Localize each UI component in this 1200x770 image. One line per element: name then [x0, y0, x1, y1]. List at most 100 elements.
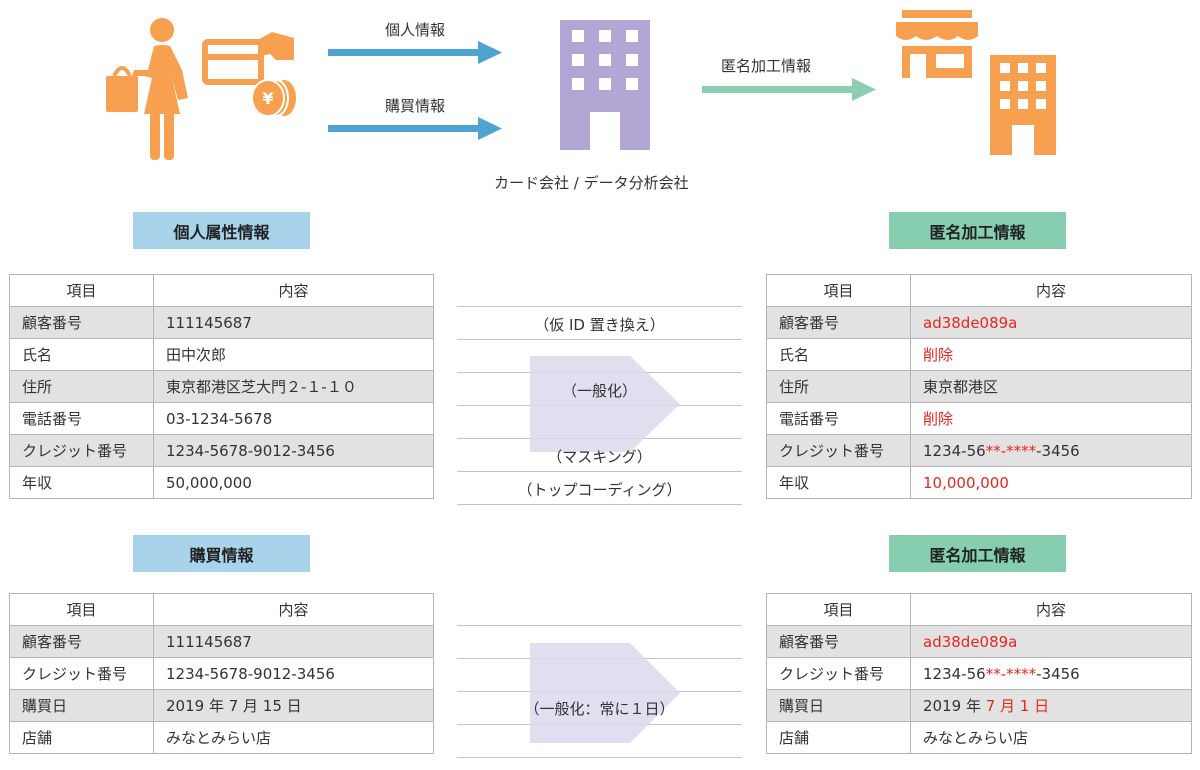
row-value: ad38de089a	[910, 625, 1192, 658]
table-row: 購買日 2019 年 7 月 15 日	[9, 689, 434, 722]
row-value: 111145687	[153, 625, 434, 658]
table-row: 店舗 みなとみらい店	[9, 721, 434, 754]
method-divider	[457, 339, 742, 340]
value-plain: 1234-56	[923, 441, 986, 460]
row-item: 店舗	[9, 721, 154, 754]
value-tail: -3456	[1036, 441, 1080, 460]
column-header-item: 項目	[766, 274, 911, 307]
card-and-yen-coins-icon: ¥	[202, 32, 296, 117]
method-pseudonym-id: （仮 ID 置き換え）	[534, 316, 665, 334]
column-header-item: 項目	[766, 593, 911, 626]
row-value: 田中次郎	[153, 338, 434, 371]
row-item: 顧客番号	[9, 306, 154, 339]
flow-arrow-anonymized-info	[702, 78, 876, 101]
purchase-info-header: 購買情報	[133, 535, 310, 572]
row-item: 電話番号	[9, 402, 154, 435]
row-item: クレジット番号	[766, 434, 911, 467]
column-header-content: 内容	[910, 274, 1192, 307]
shopper-with-bag-icon	[106, 18, 188, 160]
row-item: 年収	[9, 466, 154, 499]
table-row: クレジット番号 1234-56**-****-3456	[766, 434, 1192, 467]
row-value: みなとみらい店	[910, 721, 1192, 754]
row-value: ad38de089a	[910, 306, 1192, 339]
flow-label-purchase-info: 購買情報	[385, 97, 446, 115]
row-item: 年収	[766, 466, 911, 499]
table-row: 氏名 田中次郎	[9, 338, 434, 371]
table-row: 氏名 削除	[766, 338, 1192, 371]
row-item: 住所	[9, 370, 154, 403]
row-value: 削除	[910, 402, 1192, 435]
row-item: 顧客番号	[9, 625, 154, 658]
row-value: 1234-5678-9012-3456	[153, 657, 434, 690]
row-value: 1234-56**-****-3456	[910, 657, 1192, 690]
table-row: 住所 東京都港区	[766, 370, 1192, 403]
row-value: 削除	[910, 338, 1192, 371]
table-row: 顧客番号 ad38de089a	[766, 306, 1192, 339]
method-top-coding: （トップコーディング）	[517, 481, 682, 499]
value-tail: -3456	[1036, 664, 1080, 683]
table-row: 店舗 みなとみらい店	[766, 721, 1192, 754]
column-header-item: 項目	[9, 593, 154, 626]
table-row: 顧客番号 111145687	[9, 625, 434, 658]
method-divider	[457, 625, 742, 626]
column-header-content: 内容	[153, 593, 434, 626]
row-value: みなとみらい店	[153, 721, 434, 754]
method-masking: （マスキング）	[547, 448, 652, 466]
value-plain: 2019 年	[923, 697, 986, 715]
anonymized-header-2: 匿名加工情報	[889, 535, 1066, 572]
row-item: 氏名	[766, 338, 911, 371]
row-item: 電話番号	[766, 402, 911, 435]
flow-label-anonymized-info: 匿名加工情報	[721, 57, 812, 75]
table-row: クレジット番号 1234-56**-****-3456	[766, 657, 1192, 690]
row-item: クレジット番号	[766, 657, 911, 690]
row-value: 111145687	[153, 306, 434, 339]
row-value: 東京都港区芝大門２-１-１０	[153, 370, 434, 403]
value-masked: **-****	[985, 441, 1037, 460]
table-row: 年収 10,000,000	[766, 466, 1192, 499]
table-row: 購買日 2019 年 7 月 1 日	[766, 689, 1192, 722]
row-item: 顧客番号	[766, 306, 911, 339]
storefront-icon	[896, 10, 978, 78]
row-value: 1234-56**-****-3456	[910, 434, 1192, 467]
table-row: 年収 50,000,000	[9, 466, 434, 499]
table-row: 顧客番号 111145687	[9, 306, 434, 339]
personal-attribute-header: 個人属性情報	[133, 212, 310, 249]
office-building-icon	[560, 20, 650, 150]
row-item: クレジット番号	[9, 657, 154, 690]
column-header-content: 内容	[910, 593, 1192, 626]
row-item: 顧客番号	[766, 625, 911, 658]
table-row: 住所 東京都港区芝大門２-１-１０	[9, 370, 434, 403]
value-masked: **-****	[985, 664, 1037, 683]
method-generalization: （一般化）	[561, 382, 637, 400]
column-header-item: 項目	[9, 274, 154, 307]
row-value: 03-1234-5678	[153, 402, 434, 435]
table-row: クレジット番号 1234-5678-9012-3456	[9, 657, 434, 690]
value-generalized: 7 月 1 日	[985, 697, 1050, 715]
row-item: 店舗	[766, 721, 911, 754]
purchase-info-table: 項目 内容 顧客番号 111145687 クレジット番号 1234-5678-9…	[9, 593, 434, 754]
method-generalization-day: （一般化：常に１日）	[524, 700, 675, 718]
anonymized-table-2: 項目 内容 顧客番号 ad38de089a クレジット番号 1234-56**-…	[766, 593, 1192, 754]
row-item: 購買日	[766, 689, 911, 722]
flow-label-personal-info: 個人情報	[385, 21, 446, 39]
row-value: 10,000,000	[910, 466, 1192, 499]
value-plain: 1234-56	[923, 664, 986, 683]
row-value: 2019 年 7 月 15 日	[153, 689, 434, 722]
row-item: 購買日	[9, 689, 154, 722]
table-row: 顧客番号 ad38de089a	[766, 625, 1192, 658]
column-header-content: 内容	[153, 274, 434, 307]
anonymized-header-1: 匿名加工情報	[889, 212, 1066, 249]
row-value: 東京都港区	[910, 370, 1192, 403]
row-value: 1234-5678-9012-3456	[153, 434, 434, 467]
table-row: 電話番号 03-1234-5678	[9, 402, 434, 435]
row-item: 氏名	[9, 338, 154, 371]
table-row: 電話番号 削除	[766, 402, 1192, 435]
method-divider	[457, 306, 742, 307]
transform-arrow	[530, 356, 680, 452]
row-item: クレジット番号	[9, 434, 154, 467]
flow-arrow-purchase-info	[328, 117, 502, 140]
row-item: 住所	[766, 370, 911, 403]
method-divider	[457, 504, 742, 505]
method-divider	[457, 757, 742, 758]
anonymized-table-1: 項目 内容 顧客番号 ad38de089a 氏名 削除 住所 東京都港区 電話番…	[766, 274, 1192, 499]
